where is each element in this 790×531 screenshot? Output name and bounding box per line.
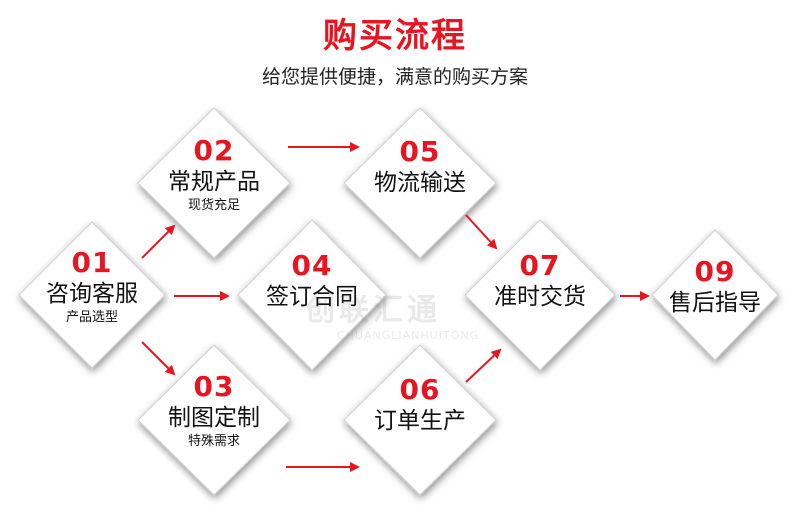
step-06: 06 订单生产: [360, 374, 480, 436]
arrow-06-to-07: [465, 348, 502, 383]
step-name: 物流输送: [374, 170, 466, 196]
step-07: 07 准时交货: [480, 250, 600, 312]
step-name: 咨询客服: [46, 281, 138, 307]
step-note: 现货充足: [187, 198, 240, 213]
brand-watermark: 创联汇通 CHUANGLIANHUITONG: [305, 285, 479, 342]
step-01: 01 咨询客服 产品选型: [32, 247, 152, 327]
diamond-step-06: [343, 344, 497, 496]
step-09: 09 售后指导: [660, 256, 770, 318]
page-subtitle: 给您提供便捷，满意的购买方案: [261, 66, 528, 88]
arrow-01-to-02: [141, 224, 176, 259]
step-05: 05 物流输送: [360, 136, 480, 198]
watermark-brand-en: CHUANGLIANHUITONG: [337, 329, 480, 342]
step-number: 07: [519, 249, 561, 282]
page-title: 购买流程: [323, 16, 467, 56]
diamond-step-07: [464, 219, 616, 371]
diamond-step-09: [651, 229, 779, 361]
step-note: 特殊需求: [187, 434, 240, 449]
step-name: 售后指导: [669, 290, 761, 316]
step-name: 常规产品: [168, 169, 260, 195]
diamond-step-02: [137, 107, 291, 259]
diamond-step-04: [237, 219, 387, 371]
arrow-05-to-07: [465, 214, 498, 250]
diamond-step-05: [343, 107, 497, 259]
step-number: 06: [399, 373, 441, 406]
step-name: 签订合同: [266, 284, 358, 310]
step-name: 制图定制: [168, 405, 260, 431]
step-04: 04 签订合同: [252, 250, 372, 312]
step-number: 05: [399, 135, 441, 168]
step-03: 03 制图定制 特殊需求: [154, 371, 274, 451]
step-number: 02: [193, 134, 235, 167]
watermark-brand-cn: 创联汇通: [305, 293, 441, 328]
step-number: 04: [291, 249, 333, 282]
step-number: 09: [694, 255, 736, 288]
step-name: 准时交货: [494, 284, 586, 310]
step-02: 02 常规产品 现货充足: [154, 135, 274, 215]
step-number: 01: [71, 246, 113, 279]
step-number: 03: [193, 370, 235, 403]
diamond-step-03: [137, 344, 291, 496]
diamond-step-01: [18, 221, 166, 369]
step-note: 产品选型: [65, 310, 118, 325]
arrow-01-to-03: [141, 341, 176, 376]
step-name: 订单生产: [374, 408, 466, 434]
